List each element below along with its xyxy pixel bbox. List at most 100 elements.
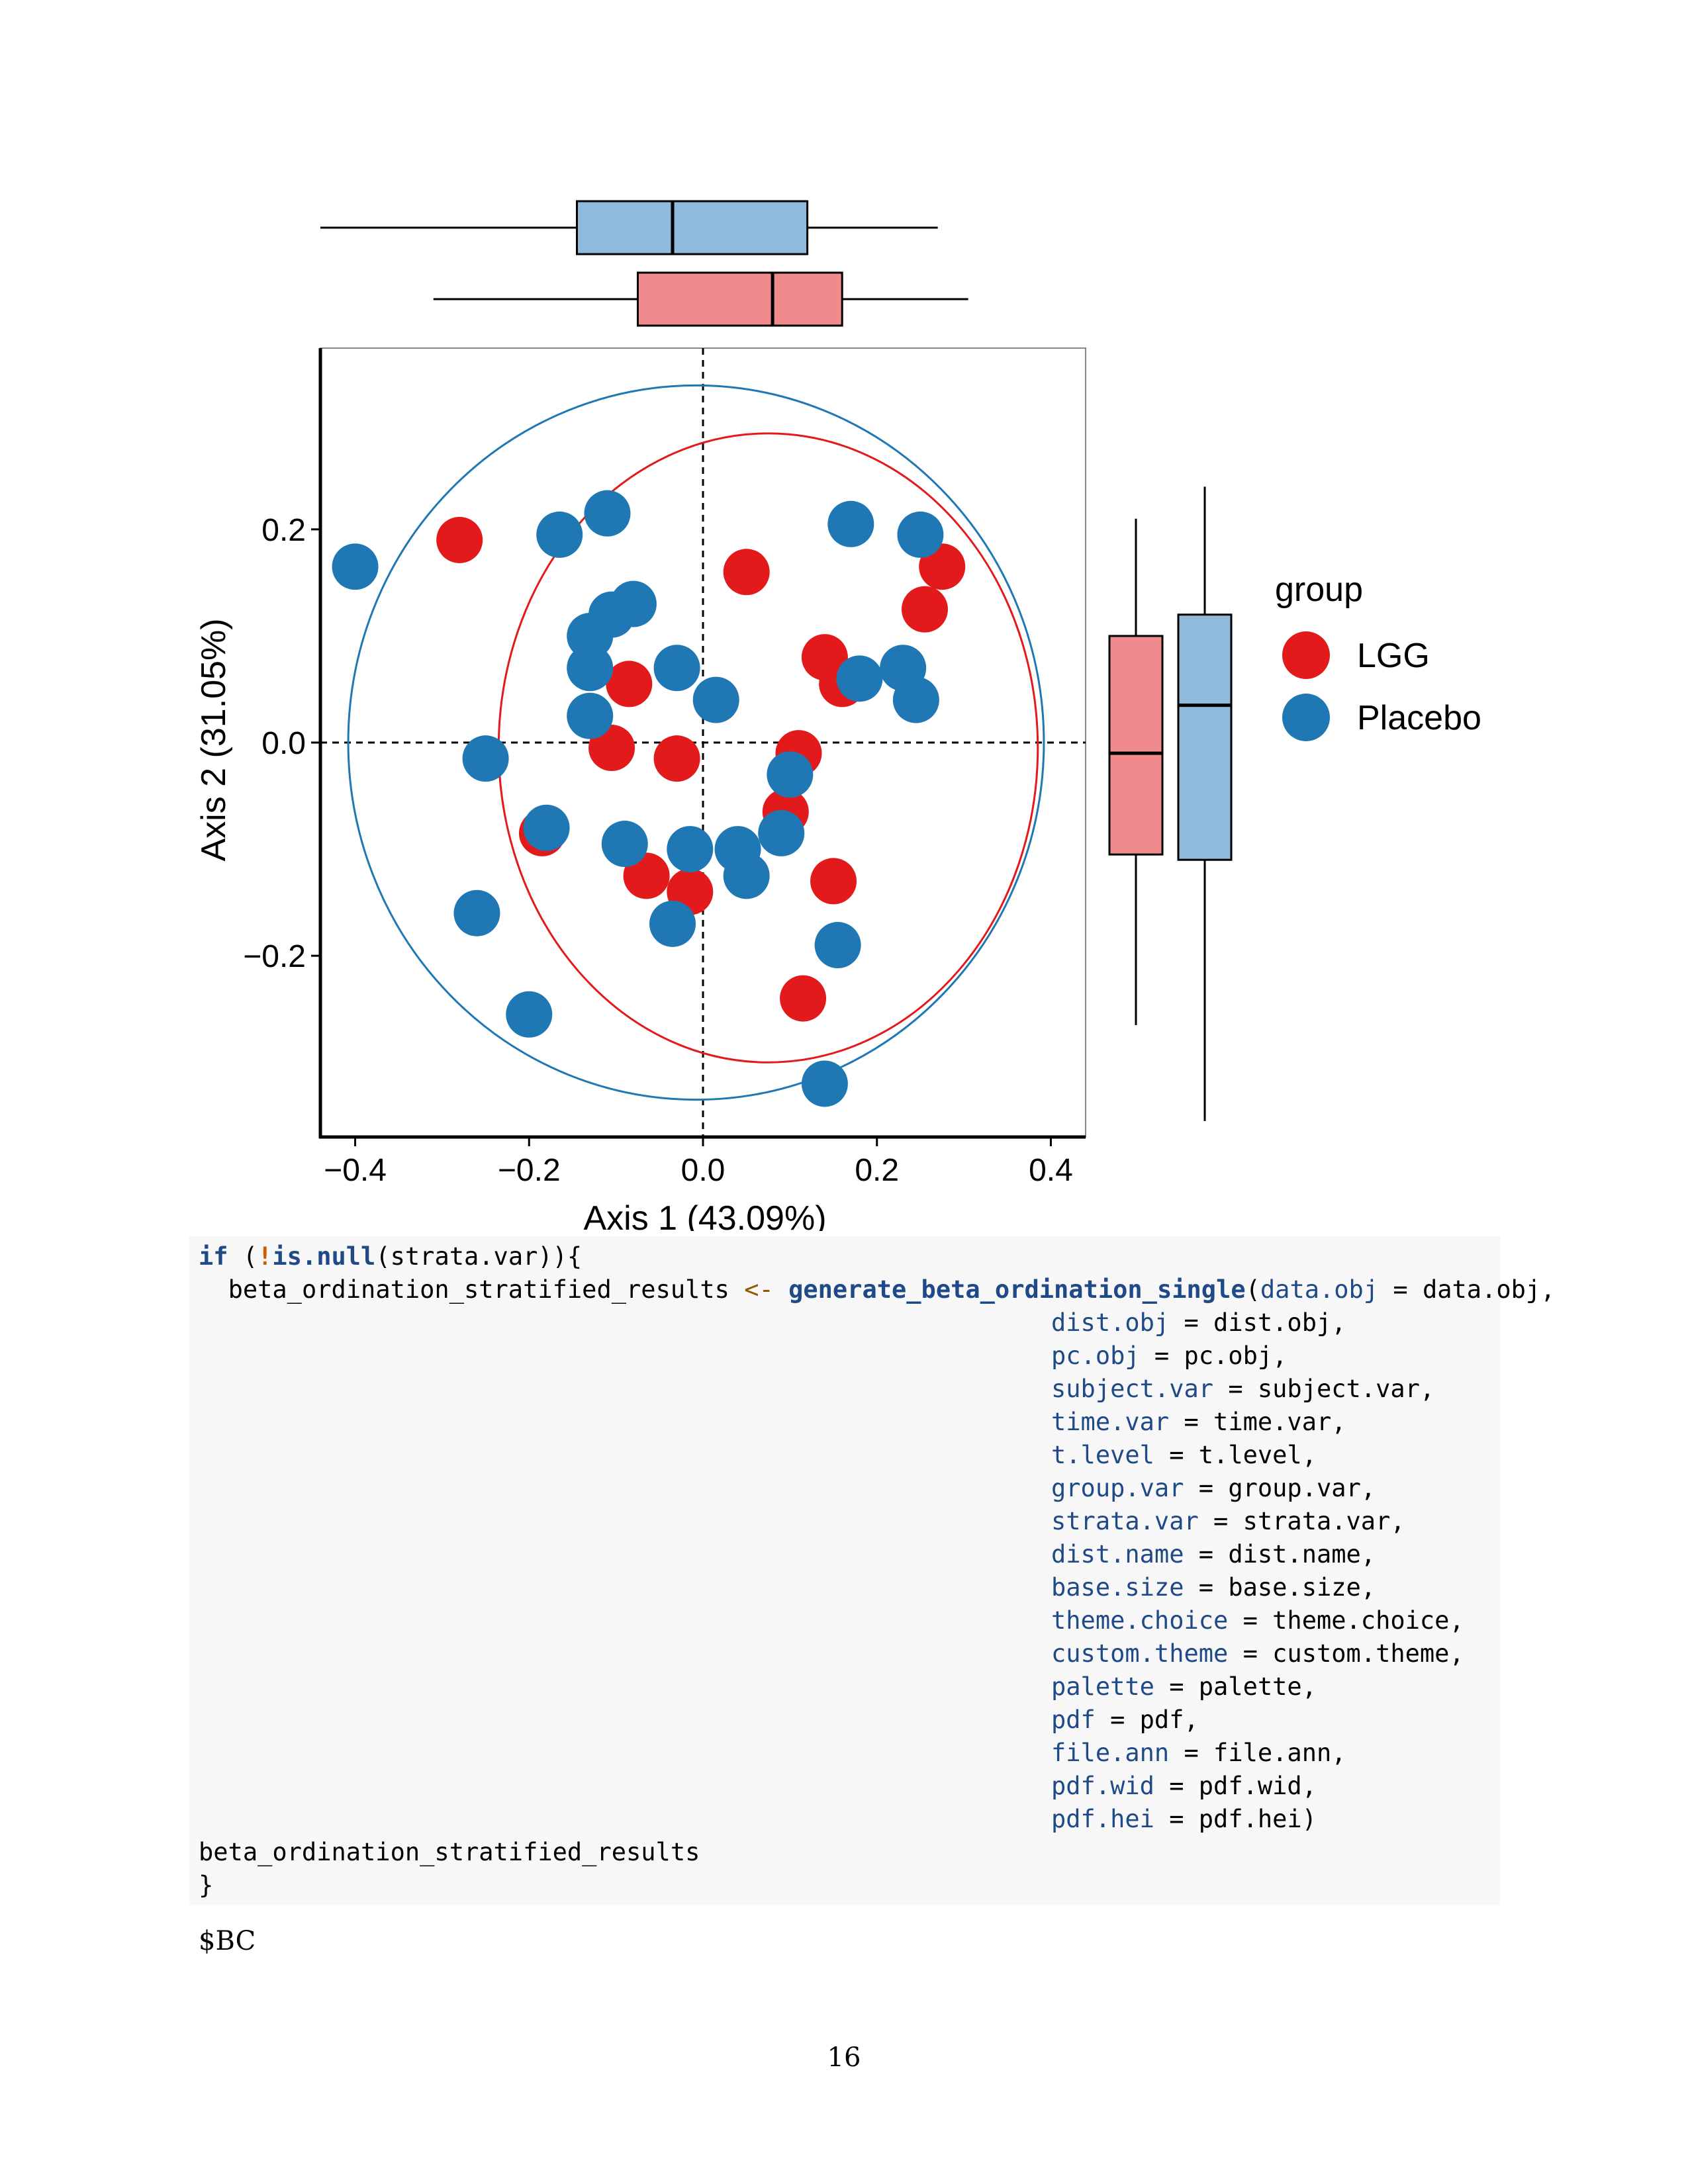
point-placebo	[523, 804, 570, 851]
code-paren: (	[228, 1242, 258, 1271]
code-arg-name: data.obj	[1260, 1275, 1379, 1304]
code-equals: =	[1213, 1375, 1258, 1403]
code-arg-name: strata.var	[1051, 1507, 1199, 1535]
code-equals: =	[1154, 1772, 1199, 1800]
code-result-variable: beta_ordination_stratified_results	[228, 1275, 729, 1304]
code-equals: =	[1228, 1639, 1273, 1668]
point-placebo	[653, 645, 700, 692]
point-placebo	[897, 511, 944, 558]
point-lgg	[780, 975, 827, 1022]
code-line-arg: theme.choice = theme.choice,	[1051, 1606, 1464, 1636]
point-placebo	[667, 826, 714, 873]
code-arg-value: group.var,	[1228, 1474, 1376, 1502]
code-if-condition-rest: (strata.var)){	[375, 1242, 583, 1271]
code-line-arg: base.size = base.size,	[1051, 1572, 1376, 1603]
code-line-if: if (!is.null(strata.var)){	[199, 1242, 582, 1272]
code-line-arg: time.var = time.var,	[1051, 1407, 1346, 1437]
code-keyword-if: if	[199, 1242, 228, 1271]
x-tick-label: 0.2	[855, 1153, 899, 1188]
code-open-paren: (	[1245, 1275, 1260, 1304]
code-arg-value: base.size,	[1228, 1573, 1376, 1602]
code-line-arg: palette = palette,	[1051, 1672, 1317, 1702]
code-line-arg: pdf = pdf,	[1051, 1705, 1199, 1735]
point-placebo	[836, 655, 883, 702]
y-tick-label: −0.2	[243, 939, 306, 974]
point-placebo	[649, 900, 696, 947]
page-number: 16	[827, 2042, 861, 2073]
y-tick-label: 0.0	[261, 726, 306, 761]
code-arg-value: data.obj,	[1422, 1275, 1556, 1304]
code-line-arg: pc.obj = pc.obj,	[1051, 1341, 1287, 1371]
code-arg-name: base.size	[1051, 1573, 1184, 1602]
code-equals: =	[1378, 1275, 1423, 1304]
point-placebo	[801, 1060, 848, 1107]
code-arg-name: pdf	[1051, 1706, 1096, 1734]
point-lgg	[436, 516, 483, 563]
point-placebo	[827, 500, 874, 547]
code-arg-name: palette	[1051, 1672, 1154, 1701]
point-placebo	[892, 676, 939, 723]
code-arg-name: theme.choice	[1051, 1606, 1229, 1635]
code-line-arg: strata.var = strata.var,	[1051, 1506, 1405, 1537]
point-placebo	[601, 821, 648, 868]
code-arg-name: dist.obj	[1051, 1308, 1170, 1337]
code-arg-name: t.level	[1051, 1441, 1154, 1469]
x-tick-label: 0.0	[681, 1153, 726, 1188]
code-line-arg: file.ann = file.ann,	[1051, 1738, 1346, 1768]
code-arg-value: pdf.hei)	[1198, 1805, 1317, 1833]
x-axis-title: Axis 1 (43.09%)	[583, 1199, 826, 1231]
code-line-arg: t.level = t.level,	[1051, 1440, 1317, 1471]
code-arg-name: time.var	[1051, 1408, 1170, 1436]
code-indent	[199, 1275, 228, 1304]
code-line-arg: dist.obj = dist.obj,	[1051, 1308, 1346, 1338]
point-lgg	[606, 660, 653, 707]
code-equals: =	[1198, 1507, 1243, 1535]
code-equals: =	[1184, 1573, 1229, 1602]
code-equals: =	[1154, 1805, 1199, 1833]
section-label: $BC	[199, 1926, 256, 1956]
code-equals: =	[1228, 1606, 1273, 1635]
point-placebo	[332, 543, 379, 590]
code-arg-name: pdf.wid	[1051, 1772, 1154, 1800]
code-arg-value: dist.name,	[1228, 1540, 1376, 1569]
boxplot-box-lgg	[1108, 635, 1164, 856]
code-line-arg: subject.var = subject.var,	[1051, 1374, 1434, 1404]
code-arg-name: pc.obj	[1051, 1342, 1140, 1370]
point-placebo	[723, 852, 770, 899]
code-equals: =	[1095, 1706, 1140, 1734]
code-equals: =	[1169, 1739, 1214, 1767]
code-arg-value: t.level,	[1198, 1441, 1317, 1469]
boxplot-box-placebo	[1177, 614, 1233, 861]
code-arg-value: pdf.wid,	[1198, 1772, 1317, 1800]
code-arg-name: group.var	[1051, 1474, 1184, 1502]
code-line-arg: custom.theme = custom.theme,	[1051, 1639, 1464, 1669]
point-placebo	[758, 809, 805, 856]
code-arg-value: time.var,	[1213, 1408, 1346, 1436]
point-lgg	[810, 858, 857, 905]
code-equals: =	[1139, 1342, 1184, 1370]
point-placebo	[692, 676, 739, 723]
point-placebo	[814, 922, 861, 969]
point-lgg	[901, 586, 948, 633]
code-arg-name: dist.name	[1051, 1540, 1184, 1569]
point-lgg	[723, 549, 770, 596]
code-line-call: beta_ordination_stratified_results <- ge…	[199, 1275, 1556, 1305]
x-tick-label: −0.2	[498, 1153, 561, 1188]
code-line-arg: group.var = group.var,	[1051, 1473, 1376, 1504]
code-arg-value: subject.var,	[1257, 1375, 1435, 1403]
code-arg-name: subject.var	[1051, 1375, 1214, 1403]
boxplot-box-placebo	[576, 200, 809, 255]
legend-title: group	[1275, 570, 1363, 609]
code-arg-name: custom.theme	[1051, 1639, 1229, 1668]
code-equals: =	[1154, 1441, 1199, 1469]
code-block	[189, 1236, 1500, 1905]
code-line-result: beta_ordination_stratified_results	[199, 1838, 700, 1866]
code-arg-value: dist.obj,	[1213, 1308, 1346, 1337]
point-placebo	[453, 889, 500, 936]
confidence-ellipse-placebo	[347, 384, 1045, 1101]
code-arg-name: pdf.hei	[1051, 1805, 1154, 1833]
y-tick-label: 0.2	[261, 513, 306, 548]
code-line-arg: pdf.hei = pdf.hei)	[1051, 1804, 1317, 1835]
point-placebo	[462, 735, 509, 782]
code-equals: =	[1169, 1408, 1214, 1436]
